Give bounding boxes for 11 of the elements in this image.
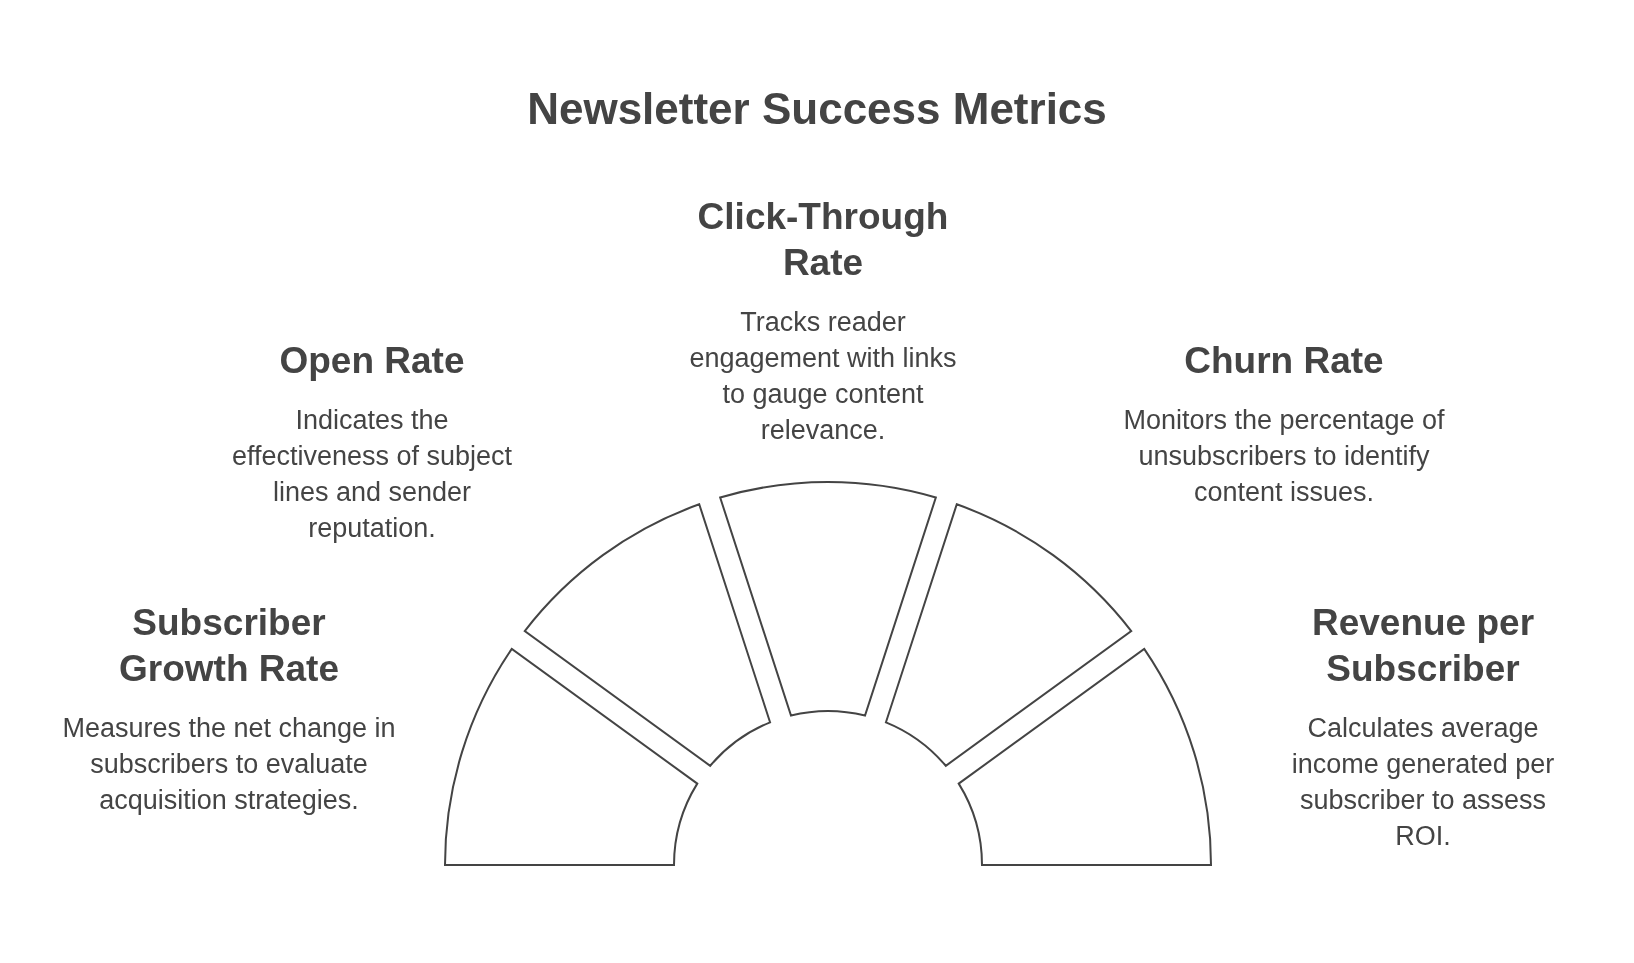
metric-description: Measures the net change in subscribers to evaluate acquisition strategies.: [61, 712, 397, 817]
metric-description: Calculates average income generated per subscriber to assess ROI.: [1290, 712, 1556, 853]
metric-description: Tracks reader engagement with links to gauge content relevance.: [688, 306, 958, 447]
metric-description: Indicates the effectiveness of subject lines and sender reputation.: [230, 404, 514, 545]
metric-heading: Subscriber Growth Rate: [118, 601, 340, 691]
metric-heading: Revenue per Subscriber: [1310, 601, 1536, 691]
metric-heading: Click-Through Rate: [696, 195, 950, 285]
metric-heading: Churn Rate: [1183, 339, 1385, 383]
metric-heading: Open Rate: [278, 339, 466, 383]
metric-description: Monitors the percentage of unsubscribers to identify content issues.: [1122, 404, 1446, 509]
diagram-title: Newsletter Success Metrics: [526, 84, 1108, 134]
